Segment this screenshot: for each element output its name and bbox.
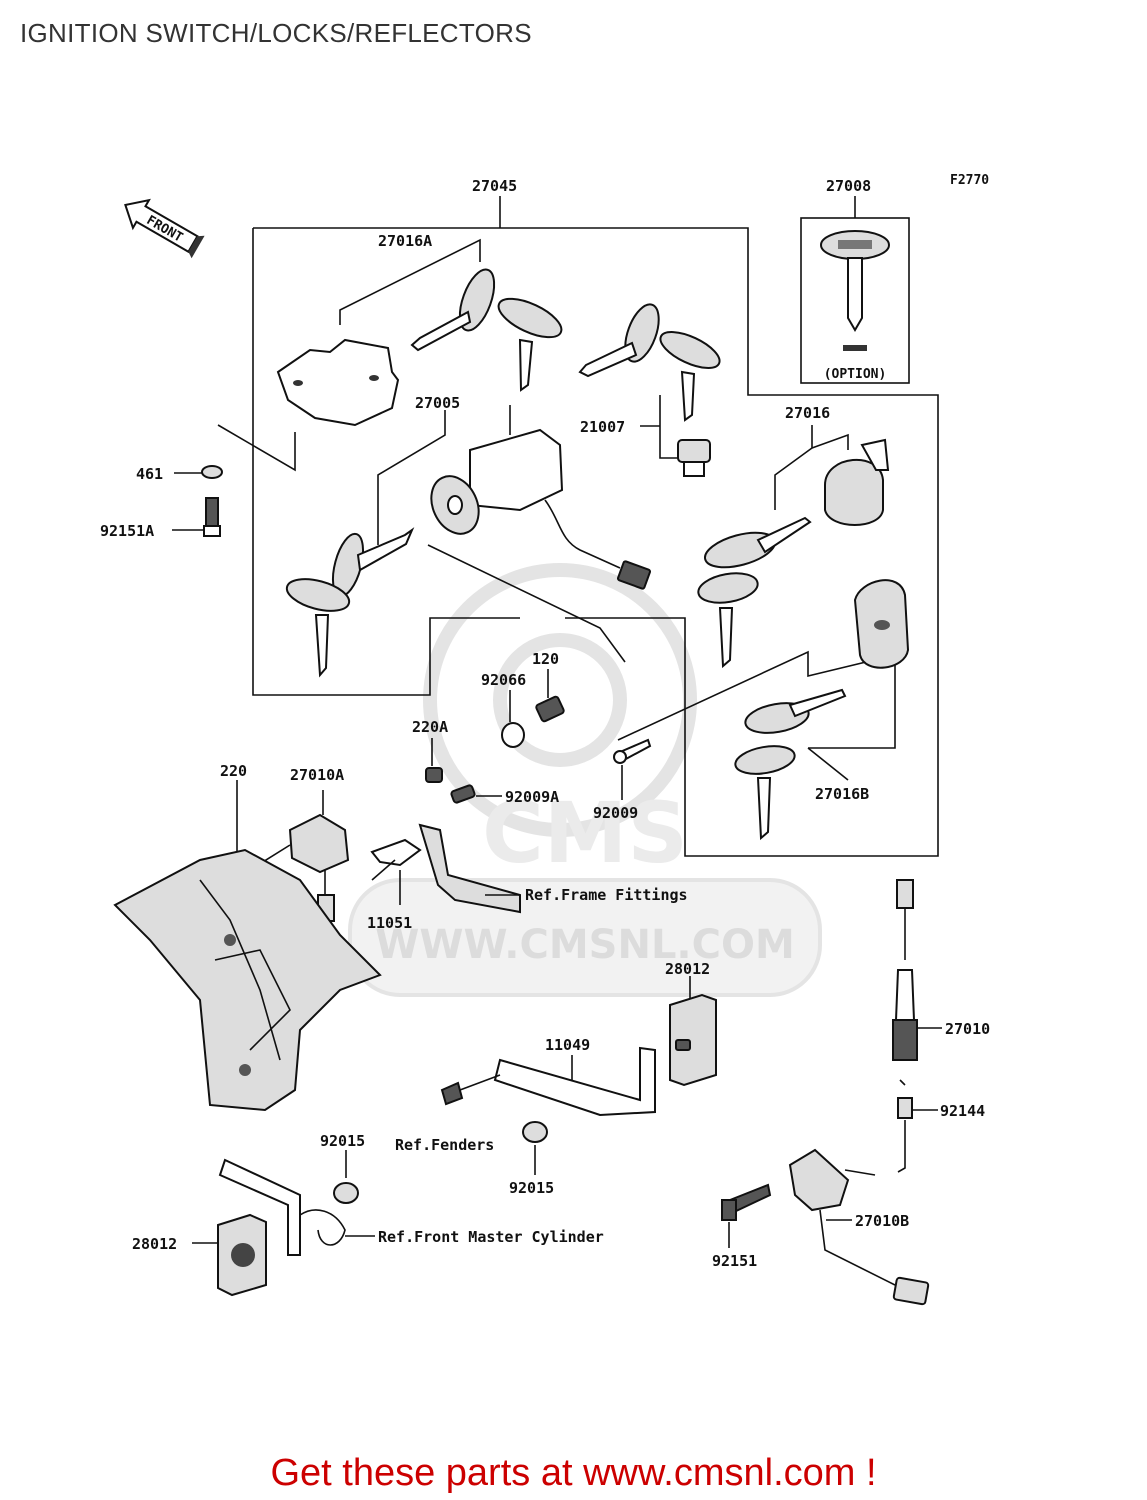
switch-27010B [721, 1148, 930, 1306]
figure-code: F2770 [950, 173, 989, 188]
label-92151: 92151 [712, 1252, 757, 1270]
bolt-92151A [172, 497, 221, 537]
label-27016: 27016 [785, 404, 830, 422]
label-92015-upper: 92015 [320, 1132, 365, 1150]
label-28012-lower: 28012 [132, 1235, 177, 1253]
label-27010: 27010 [945, 1020, 990, 1038]
keys-21007 [578, 303, 721, 477]
label-27016B: 27016B [815, 785, 869, 803]
ref-frame-fittings: Ref.Frame Fittings [525, 886, 688, 904]
switch-27010A [249, 790, 350, 922]
footer-link[interactable]: Get these parts at www.cmsnl.com ! [270, 1452, 877, 1494]
set-bracket-27045 [252, 196, 939, 857]
switch-27010 [892, 879, 942, 1061]
label-92066: 92066 [481, 671, 526, 689]
label-11051: 11051 [367, 914, 412, 932]
label-11049: 11049 [545, 1036, 590, 1054]
page-title: IGNITION SWITCH/LOCKS/REFLECTORS [20, 18, 532, 48]
label-220: 220 [220, 762, 247, 780]
option-box-27008 [800, 196, 910, 384]
screw-92009A [450, 784, 502, 804]
label-461: 461 [136, 465, 163, 483]
reflector-28012-lower [192, 1158, 359, 1297]
label-220A: 220A [412, 718, 448, 736]
ref-fenders: Ref.Fenders [395, 1136, 494, 1154]
spring-92144 [897, 1079, 938, 1173]
lock-27016B [617, 579, 910, 841]
watermark-logo: CMS [482, 784, 688, 882]
label-27016A: 27016A [378, 232, 432, 250]
label-92151A: 92151A [100, 522, 154, 540]
cap-92066 [501, 690, 525, 748]
label-27005: 27005 [415, 394, 460, 412]
front-arrow-icon: FRONT [124, 198, 205, 259]
ignition-switch-27005 [285, 405, 652, 678]
lock-cover-27016A [276, 238, 563, 427]
label-92015-lower: 92015 [509, 1179, 554, 1197]
ref-front-master-cylinder: Ref.Front Master Cylinder [378, 1228, 604, 1246]
frame-section [113, 848, 382, 1112]
label-92009A: 92009A [505, 788, 559, 806]
label-27010B: 27010B [855, 1212, 909, 1230]
bracket-11051 [370, 823, 521, 914]
reflector-28012-upper [669, 976, 717, 1087]
label-28012-upper: 28012 [665, 960, 710, 978]
label-27008: 27008 [826, 177, 871, 195]
clip-461 [174, 424, 296, 479]
label-27010A: 27010A [290, 766, 344, 784]
label-92144: 92144 [940, 1102, 985, 1120]
label-120: 120 [532, 650, 559, 668]
screw-92009 [613, 738, 652, 800]
nut-220A [425, 738, 443, 783]
bracket-11049 [440, 1039, 691, 1143]
watermark-url: WWW.CMSNL.COM [375, 922, 795, 968]
label-27045: 27045 [472, 177, 517, 195]
screw-120 [535, 669, 565, 723]
option-label: (OPTION) [824, 367, 887, 382]
label-92009: 92009 [593, 804, 638, 822]
label-21007: 21007 [580, 418, 625, 436]
seat-lock-27016 [697, 425, 890, 669]
watermark: CMS WWW.CMSNL.COM [348, 563, 822, 997]
